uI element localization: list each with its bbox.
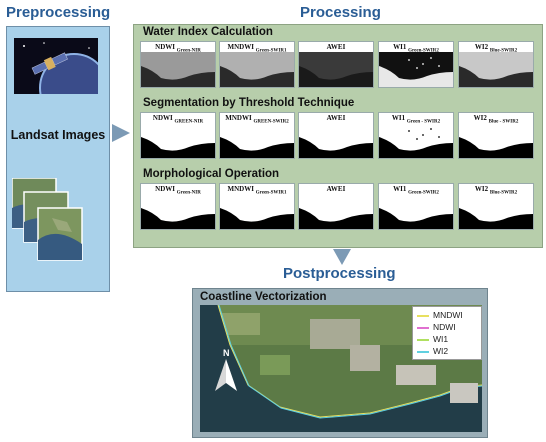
tile-threshold-wi2: WI2 Blue - SWIR2 — [458, 112, 534, 159]
tile-index-bands: Green-NIR — [176, 190, 201, 196]
tile-index-name: WI1 — [393, 185, 407, 193]
satellite-image — [14, 38, 98, 94]
tile-index-bands: Green-SWIR1 — [255, 48, 287, 54]
tile-label: MNDWI Green-SWIR1 — [220, 185, 294, 195]
tile-index-bands: Green-NIR — [176, 48, 201, 54]
legend-label: MNDWI — [433, 310, 463, 320]
legend-swatch — [417, 326, 429, 329]
tile-label: AWEI — [299, 114, 373, 124]
tile-morph-wi1: WI1 Green-SWIR2 — [378, 183, 454, 230]
legend-swatch — [417, 314, 429, 317]
tile-index-mndwi: MNDWI Green-SWIR1 — [219, 41, 295, 88]
tile-index-wi2: WI2 Blue-SWIR2 — [458, 41, 534, 88]
section-title-threshold: Segmentation by Threshold Technique — [143, 97, 355, 109]
tile-label: WI2 Blue-SWIR2 — [459, 185, 533, 195]
tile-index-name: MNDWI — [227, 43, 254, 51]
tile-index-awei: AWEI — [298, 41, 374, 88]
legend-item-mndwi: MNDWI — [417, 310, 463, 320]
tile-label: MNDWI Green-SWIR1 — [220, 43, 294, 53]
legend-label: NDWI — [433, 322, 456, 332]
tile-index-name: AWEI — [326, 185, 346, 193]
legend-item-wi1: WI1 — [417, 334, 448, 344]
tile-index-name: WI2 — [474, 185, 489, 193]
tile-index-bands: Green-SWIR2 — [408, 190, 439, 196]
tile-index-name: NDWI — [152, 114, 173, 122]
tile-index-wi1: WI1 Green-SWIR2 — [378, 41, 454, 88]
legend-item-ndwi: NDWI — [417, 322, 456, 332]
tile-label: WI1 Green-SWIR2 — [379, 185, 453, 195]
legend-label: WI1 — [433, 334, 449, 344]
tile-index-name: WI2 — [473, 114, 487, 122]
tile-threshold-wi1: WI1 Green - SWIR2 — [378, 112, 454, 159]
tile-label: NDWI GREEN-NIR — [141, 114, 215, 124]
section-title-index: Water Index Calculation — [143, 26, 273, 38]
tile-threshold-mndwi: MNDWI GREEN-SWIR2 — [219, 112, 295, 159]
tile-morph-ndwi: NDWI Green-NIR — [140, 183, 216, 230]
tile-label: AWEI — [299, 43, 373, 53]
arrow-to-postprocessing — [333, 249, 351, 265]
coastline-vectorization-title: Coastline Vectorization — [200, 291, 327, 303]
tile-index-bands: Green-SWIR1 — [255, 190, 287, 196]
tile-index-name: AWEI — [326, 43, 346, 51]
postprocessing-title: Postprocessing — [283, 265, 396, 282]
tile-index-bands: Blue-SWIR2 — [489, 48, 518, 54]
landsat-images-label: Landsat Images — [10, 128, 106, 142]
tile-label: WI1 Green - SWIR2 — [379, 114, 453, 124]
tile-label: WI1 Green-SWIR2 — [379, 43, 453, 53]
tile-threshold-awei: AWEI — [298, 112, 374, 159]
tile-index-bands: Blue - SWIR2 — [488, 119, 519, 125]
tile-label: MNDWI GREEN-SWIR2 — [220, 114, 294, 124]
tile-index-bands: Green - SWIR2 — [406, 119, 441, 125]
arrow-to-processing — [112, 124, 130, 142]
tile-morph-mndwi: MNDWI Green-SWIR1 — [219, 183, 295, 230]
tile-index-name: MNDWI — [225, 114, 252, 122]
tile-index-name: AWEI — [326, 114, 346, 122]
tile-index-name: WI1 — [391, 114, 406, 122]
landsat-image-stack — [12, 178, 83, 261]
tile-label: NDWI Green-NIR — [141, 43, 215, 53]
legend-swatch — [417, 338, 429, 341]
tile-index-name: WI1 — [393, 43, 407, 51]
tile-label: WI2 Blue-SWIR2 — [459, 43, 533, 53]
tile-index-name: NDWI — [155, 43, 175, 51]
tile-label: NDWI Green-NIR — [141, 185, 215, 195]
tile-threshold-ndwi: NDWI GREEN-NIR — [140, 112, 216, 159]
legend-label: WI2 — [433, 346, 449, 356]
tile-index-bands: Blue-SWIR2 — [489, 190, 518, 196]
section-title-morph: Morphological Operation — [143, 168, 280, 180]
processing-title: Processing — [300, 4, 381, 21]
tile-index-bands: Green-SWIR2 — [408, 48, 439, 54]
tile-index-ndwi: NDWI Green-NIR — [140, 41, 216, 88]
tile-index-name: MNDWI — [227, 185, 254, 193]
tile-index-name: NDWI — [155, 185, 175, 193]
tile-morph-awei: AWEI — [298, 183, 374, 230]
legend-swatch — [417, 350, 429, 353]
tile-morph-wi2: WI2 Blue-SWIR2 — [458, 183, 534, 230]
tile-index-name: WI2 — [474, 43, 489, 51]
tile-label: AWEI — [299, 185, 373, 195]
north-label: N — [223, 348, 230, 358]
preprocessing-title: Preprocessing — [6, 4, 111, 21]
tile-index-bands: GREEN-SWIR2 — [253, 119, 289, 125]
north-arrow-icon — [215, 359, 237, 391]
tile-label: WI2 Blue - SWIR2 — [459, 114, 533, 124]
tile-index-bands: GREEN-NIR — [174, 119, 204, 125]
legend-item-wi2: WI2 — [417, 346, 448, 356]
